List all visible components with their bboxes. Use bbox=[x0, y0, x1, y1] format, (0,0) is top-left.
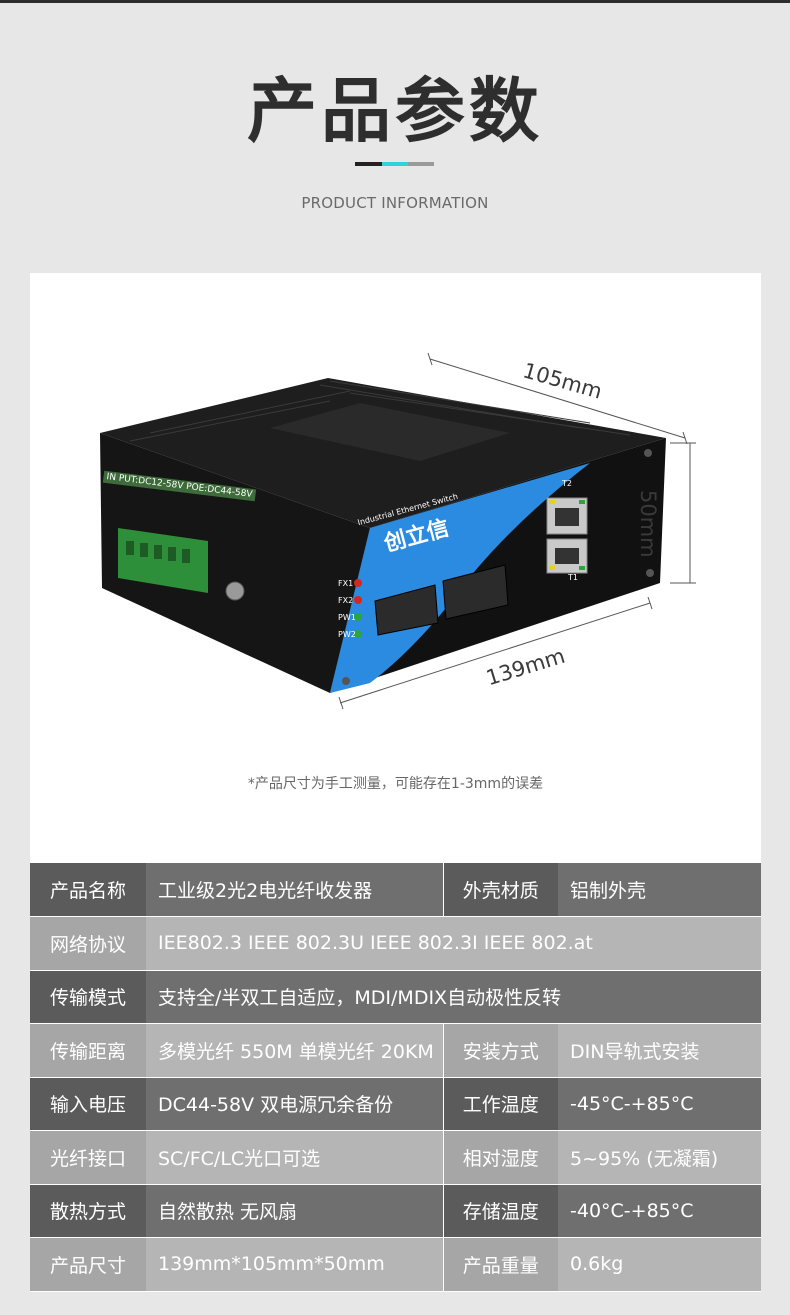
spec-value: -45°C-+85°C bbox=[558, 1077, 761, 1131]
spec-value: SC/FC/LC光口可选 bbox=[146, 1130, 443, 1185]
spec-key: 网络协议 bbox=[30, 916, 146, 971]
spec-value: DC44-58V 双电源冗余备份 bbox=[146, 1077, 443, 1131]
spec-value: 支持全/半双工自适应，MDI/MDIX自动极性反转 bbox=[146, 970, 761, 1024]
table-row: 输入电压 DC44-58V 双电源冗余备份 工作温度 -45°C-+85°C bbox=[30, 1077, 761, 1131]
switch-device-illustration bbox=[100, 352, 696, 710]
table-row: 传输模式 支持全/半双工自适应，MDI/MDIX自动极性反转 bbox=[30, 970, 761, 1024]
spec-key: 输入电压 bbox=[30, 1077, 146, 1131]
table-row: 网络协议 IEE802.3 IEEE 802.3U IEEE 802.3I IE… bbox=[30, 916, 761, 971]
led-label-pw2: PW2 bbox=[338, 630, 356, 639]
spec-key: 产品尺寸 bbox=[30, 1237, 146, 1292]
spec-key: 外壳材质 bbox=[442, 863, 558, 917]
spec-value: 139mm*105mm*50mm bbox=[146, 1237, 443, 1292]
page-title: 产品参数 bbox=[247, 70, 543, 152]
table-row: 产品尺寸 139mm*105mm*50mm 产品重量 0.6kg bbox=[30, 1237, 761, 1292]
top-border bbox=[0, 0, 790, 3]
spec-value: DIN导轨式安装 bbox=[558, 1023, 761, 1078]
spec-key: 散热方式 bbox=[30, 1184, 146, 1238]
led-label-pw1: PW1 bbox=[338, 613, 356, 622]
spec-key: 相对湿度 bbox=[442, 1130, 558, 1185]
spec-value: 工业级2光2电光纤收发器 bbox=[146, 863, 443, 917]
port-label-t1: T1 bbox=[568, 573, 578, 582]
spec-key: 光纤接口 bbox=[30, 1130, 146, 1185]
spec-value: 铝制外壳 bbox=[558, 863, 761, 917]
spec-value: 0.6kg bbox=[558, 1237, 761, 1292]
product-image-panel: 105mm 50mm 139mm Industrial Ethernet Swi… bbox=[30, 273, 761, 863]
spec-key: 传输模式 bbox=[30, 970, 146, 1024]
spec-value: -40°C-+85°C bbox=[558, 1184, 761, 1238]
table-row: 散热方式 自然散热 无风扇 存储温度 -40°C-+85°C bbox=[30, 1184, 761, 1238]
spec-value: 自然散热 无风扇 bbox=[146, 1184, 443, 1238]
dimension-height: 50mm bbox=[636, 490, 660, 558]
spec-value: IEE802.3 IEEE 802.3U IEEE 802.3I IEEE 80… bbox=[146, 916, 761, 971]
title-underline-accent bbox=[382, 162, 408, 166]
spec-key: 工作温度 bbox=[442, 1077, 558, 1131]
spec-value: 多模光纤 550M 单模光纤 20KM bbox=[146, 1023, 443, 1078]
table-row: 光纤接口 SC/FC/LC光口可选 相对湿度 5~95% (无凝霜) bbox=[30, 1130, 761, 1185]
led-label-fx2: FX2 bbox=[338, 596, 354, 605]
measurement-disclaimer: *产品尺寸为手工测量，可能存在1-3mm的误差 bbox=[247, 776, 544, 792]
spec-key: 产品名称 bbox=[30, 863, 146, 917]
title-underline-grey bbox=[408, 162, 434, 166]
spec-table: 产品名称 工业级2光2电光纤收发器 外壳材质 铝制外壳 网络协议 IEE802.… bbox=[30, 863, 761, 1292]
spec-key: 存储温度 bbox=[442, 1184, 558, 1238]
title-underline-dark bbox=[355, 162, 382, 166]
page-subtitle: PRODUCT INFORMATION bbox=[301, 194, 489, 212]
table-row: 产品名称 工业级2光2电光纤收发器 外壳材质 铝制外壳 bbox=[30, 863, 761, 917]
port-label-t2: T2 bbox=[562, 479, 572, 488]
spec-key: 安装方式 bbox=[442, 1023, 558, 1078]
led-label-fx1: FX1 bbox=[338, 579, 354, 588]
spec-value: 5~95% (无凝霜) bbox=[558, 1130, 761, 1185]
table-row: 传输距离 多模光纤 550M 单模光纤 20KM 安装方式 DIN导轨式安装 bbox=[30, 1023, 761, 1078]
spec-key: 传输距离 bbox=[30, 1023, 146, 1078]
spec-key: 产品重量 bbox=[442, 1237, 558, 1292]
